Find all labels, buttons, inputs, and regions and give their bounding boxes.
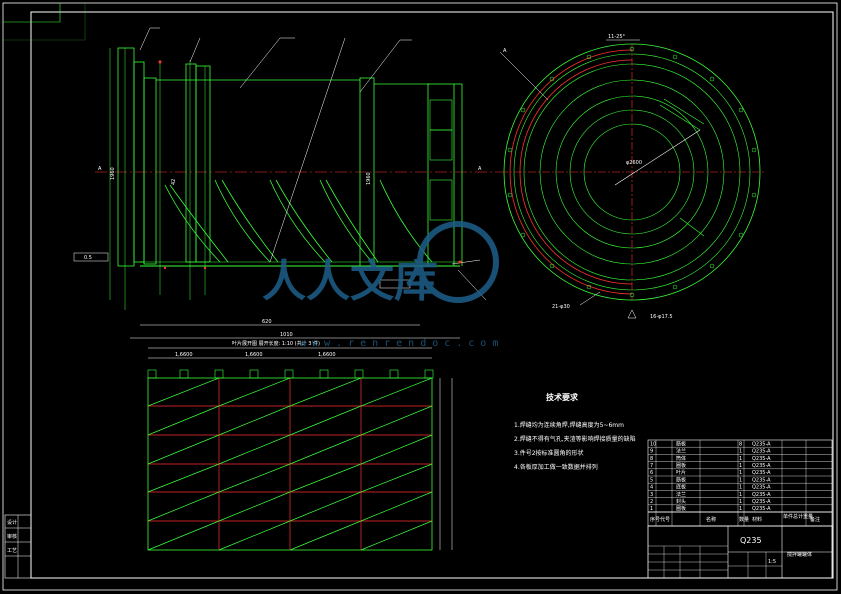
bom-cell-name: 叶片	[676, 469, 686, 476]
watermark-url: www.renrendoc.com	[300, 338, 504, 349]
dim-left-1: 1960	[110, 167, 116, 180]
bom-cell-qty: 1	[739, 449, 742, 455]
section-mark-left: A	[98, 166, 102, 172]
bom-cell-name: 筒体	[676, 455, 686, 462]
bom-cell-no: 3	[650, 492, 653, 498]
tech-req-1: 1.焊缝均为连续角焊,焊缝高度为5~6mm	[514, 421, 624, 429]
bom-cell-no: 8	[650, 456, 653, 462]
bom-cell-mat: Q235-A	[752, 499, 771, 505]
watermark-text: 人人文库	[262, 256, 438, 307]
scale-label: 1:5	[768, 559, 776, 565]
flat-pattern-label: 叶片展开图 展开长度: 1:10 (共计 3 件)	[232, 340, 320, 347]
bom-cell-name: 圈板	[676, 462, 686, 469]
inner-frame	[30, 11, 834, 579]
bom-cell-qty: 8	[739, 441, 742, 447]
tech-req-3: 3.件号2按标准圆角的形状	[514, 449, 584, 457]
bom-cell-name: 封头	[676, 498, 686, 505]
bom-cell-mat: Q235-A	[752, 441, 771, 447]
bom-cell-name: 筋板	[676, 440, 686, 447]
dim-1010: 1010	[280, 332, 293, 338]
side-tab-2: 审核	[7, 533, 17, 540]
dim-left-2: 42	[171, 179, 177, 185]
bom-cell-no: 10	[650, 441, 656, 447]
left-side-tabs: 设计 审核 工艺	[4, 514, 32, 579]
side-tab-1: 设计	[7, 519, 17, 526]
bom-cell-no: 9	[650, 449, 653, 455]
bom-cell-name: 底板	[676, 484, 686, 491]
bom-cell-mat: Q235-A	[752, 485, 771, 491]
bom-cell-no: 1	[650, 506, 653, 512]
datum-ref: 0.5	[84, 255, 92, 261]
dim-angle-1: 11-25°	[608, 34, 626, 40]
bom-cell-mat: Q235-A	[752, 456, 771, 462]
bom-cell-mat: Q235-A	[752, 477, 771, 483]
bom-cell-mat: Q235-A	[752, 470, 771, 476]
bom-cell-name: 法兰	[676, 491, 686, 498]
material-label: Q235	[740, 536, 762, 545]
bom-cell-qty: 1	[739, 456, 742, 462]
tech-req-title: 技术要求	[546, 392, 579, 402]
bom-head-qty: 数量	[739, 516, 749, 523]
tech-req-4: 4.各板厚加工做一致数据并排列	[514, 463, 598, 471]
bom-cell-qty: 1	[739, 477, 742, 483]
bom-head-weight: 单件总计重量	[783, 513, 813, 520]
bom-cell-qty: 1	[739, 492, 742, 498]
bom-cell-name: 法兰	[676, 448, 686, 455]
bom-cell-name: 筋板	[676, 476, 686, 483]
dim-right-1: 1960	[366, 172, 372, 185]
side-tab-3: 工艺	[7, 548, 17, 554]
dim-1600-b: 1,6600	[245, 352, 263, 358]
bom-cell-qty: 1	[739, 499, 742, 505]
bom-head-mat: 材料	[752, 516, 762, 523]
bom-cell-mat: Q235-A	[752, 463, 771, 469]
bom-cell-no: 6	[650, 470, 653, 476]
bom-head-code: 代号	[660, 516, 670, 523]
bom-cell-qty: 1	[739, 470, 742, 476]
dim-1600-c: 1,6600	[318, 352, 336, 358]
section-a-label: A	[503, 48, 507, 54]
watermark: 人人文库 www.renrendoc.com	[262, 221, 504, 349]
bom-cell-qty: 1	[739, 463, 742, 469]
bom-cell-no: 4	[650, 485, 653, 491]
dim-angle-2: 16-φ17.5	[650, 314, 673, 320]
drum-section-view: 620 1010 0.5 A A 1960 42 1960	[73, 27, 500, 339]
diameter-leader	[614, 129, 701, 186]
bom-cell-no: 2	[650, 499, 653, 505]
bom-cell-qty: 1	[739, 506, 742, 512]
bom-cell-mat: Q235-A	[752, 506, 771, 512]
dim-620: 620	[262, 319, 272, 325]
tech-req-2: 2.焊缝不得有气孔,夹渣等影响焊接质量的缺陷	[514, 435, 636, 443]
bom-cell-mat: Q235-A	[752, 492, 771, 498]
spiral-blades	[164, 179, 433, 263]
bom-cell-mat: Q235-A	[752, 449, 771, 455]
bom-head-note: 备注	[810, 516, 820, 523]
bom-cell-qty: 1	[739, 485, 742, 491]
bom-cell-no: 5	[650, 477, 653, 483]
dim-1600-a: 1,6600	[175, 352, 193, 358]
bom-cell-no: 7	[650, 463, 653, 469]
title-block: Q235 搅拌罐罐体 1:5	[647, 525, 833, 579]
bom-cell-name: 圈板	[676, 505, 686, 512]
drawing-name: 搅拌罐罐体	[787, 551, 812, 558]
dim-d2600: φ2600	[626, 160, 642, 166]
section-mark-right: A	[478, 166, 482, 172]
blade-flat-pattern: 叶片展开图 展开长度: 1:10 (共计 3 件) 1,6600 1,6600 …	[147, 340, 453, 551]
bom-head-name: 名称	[706, 516, 716, 523]
dim-angle-3: 21-φ30	[552, 304, 570, 310]
drum-end-view: φ2600 A 11-25° 21-φ30 16-φ17.5	[499, 34, 765, 320]
tech-requirements: 技术要求 1.焊缝均为连续角焊,焊缝高度为5~6mm 2.焊缝不得有气孔,夹渣等…	[514, 392, 636, 471]
bom-head-no: 序号	[650, 516, 660, 523]
bolt-holes	[507, 46, 757, 298]
